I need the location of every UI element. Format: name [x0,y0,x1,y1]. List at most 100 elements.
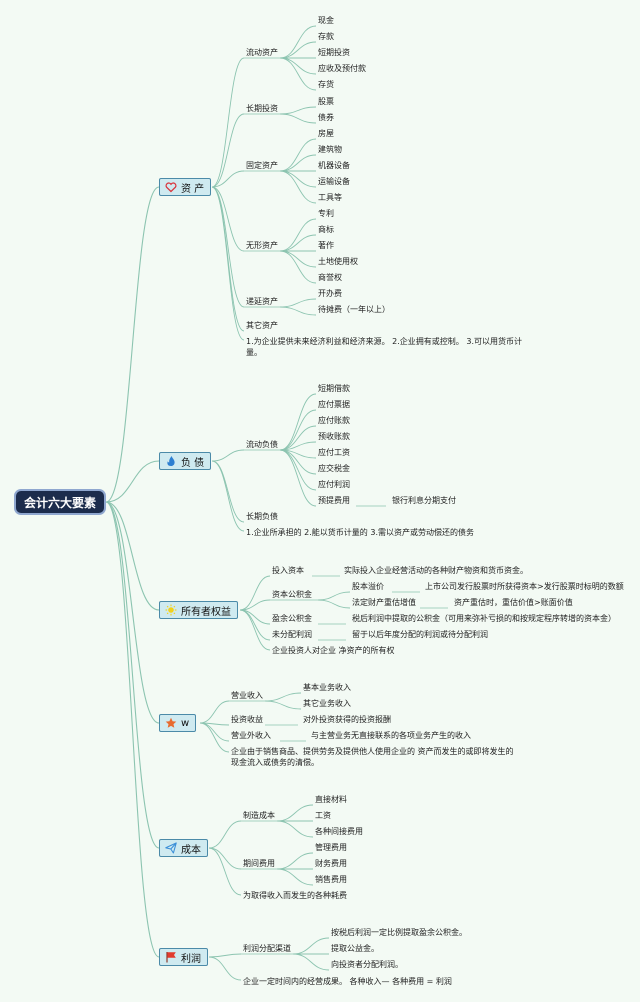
topic-costs[interactable]: 成本 [159,839,208,857]
leaf-deposits[interactable]: 存款 [318,32,334,41]
sub-current-liabilities[interactable]: 流动负债 [246,440,278,449]
leaf-tools[interactable]: 工具等 [318,193,342,202]
leaf-short-term-investments[interactable]: 短期投资 [318,48,350,57]
sub-profit-distribution[interactable]: 利润分配渠道 [243,944,291,953]
liabilities-note[interactable]: 1.企业所承担的 2.能以货币计量的 3.需以资产或劳动偿还的债务 [246,527,474,538]
leaf-indirect-costs[interactable]: 各种间接费用 [315,827,363,836]
leaf-prepaid-expenses[interactable]: 待摊费（一年以上） [318,305,390,314]
sub-fixed-assets[interactable]: 固定资产 [246,161,278,170]
leaf-taxes-payable[interactable]: 应交税金 [318,464,350,473]
assets-note-line-2: 量。 [246,348,262,357]
leaf-selling-expenses[interactable]: 销售费用 [315,875,347,884]
sub-current-assets[interactable]: 流动资产 [246,48,278,57]
heart-icon [165,181,177,193]
desc-revaluation-surplus[interactable]: 资产重估时，重估价值>账面价值 [454,598,573,607]
sub-manufacturing-costs[interactable]: 制造成本 [243,811,275,820]
topic-owners-equity-label: 所有者权益 [181,606,231,618]
leaf-revaluation-surplus[interactable]: 法定财产重估增值 [352,598,416,607]
star-icon [165,717,177,729]
topic-assets-label: 资 产 [181,183,205,195]
root-label: 会计六大要素 [23,495,96,510]
sub-non-operating-income[interactable]: 营业外收入 [231,731,271,740]
leaf-admin-expenses[interactable]: 管理费用 [315,843,347,852]
sub-long-term-liabilities[interactable]: 长期负债 [246,512,278,521]
sub-undistributed-profit[interactable]: 未分配利润 [272,630,312,639]
leaf-patents[interactable]: 专利 [318,209,334,218]
leaf-startup-costs[interactable]: 开办费 [318,289,342,298]
assets-note[interactable]: 1.为企业提供未来经济利益和经济来源。 2.企业拥有或控制。 3.可以用货币计 … [246,336,522,358]
sub-long-term-investments[interactable]: 长期投资 [246,104,278,113]
sub-invested-capital[interactable]: 投入资本 [272,566,304,575]
assets-note-line-1: 1.为企业提供未来经济利益和经济来源。 2.企业拥有或控制。 3.可以用货币计 [246,337,522,346]
paper-plane-icon [165,842,177,854]
topic-costs-label: 成本 [181,844,201,856]
leaf-interest-installments[interactable]: 银行利息分期支付 [392,496,456,505]
leaf-cash[interactable]: 现金 [318,16,334,25]
leaf-receivables[interactable]: 应收及预付款 [318,64,366,73]
leaf-wages-payable[interactable]: 应付工资 [318,448,350,457]
leaf-core-business-revenue[interactable]: 基本业务收入 [303,683,351,692]
leaf-land-use-rights[interactable]: 土地使用权 [318,257,358,266]
root-topic[interactable]: 会计六大要素 [14,489,106,515]
leaf-direct-materials[interactable]: 直接材料 [315,795,347,804]
desc-investment-income[interactable]: 对外投资获得的投资报酬 [303,715,391,724]
leaf-share-premium[interactable]: 股本溢价 [352,582,384,591]
desc-non-operating-income[interactable]: 与主营业务无直接联系的各项业务产生的收入 [311,731,471,740]
leaf-advance-receipts[interactable]: 预收账款 [318,432,350,441]
desc-undistributed-profit[interactable]: 留于以后年度分配的利润或待分配利润 [352,630,488,639]
leaf-welfare-fund[interactable]: 提取公益金。 [331,944,379,953]
leaf-houses[interactable]: 房屋 [318,129,334,138]
topic-profit[interactable]: 利润 [159,948,208,966]
leaf-trademarks[interactable]: 商标 [318,225,334,234]
revenue-note-line-1: 企业由于销售商品、提供劳务及提供他人使用企业的 资产而发生的或即将发生的 [231,747,514,756]
topic-assets[interactable]: 资 产 [159,178,212,196]
leaf-buildings[interactable]: 建筑物 [318,145,342,154]
sub-operating-revenue[interactable]: 营业收入 [231,691,263,700]
costs-note-line-1: 为取得收入而发生的各种耗费 [243,891,347,900]
sub-period-expenses[interactable]: 期间费用 [243,859,275,868]
sub-capital-reserve[interactable]: 资本公积金 [272,590,312,599]
topic-owners-equity[interactable]: 所有者权益 [159,601,238,619]
desc-surplus-reserve[interactable]: 税后利润中提取的公积金（可用来弥补亏损的和按规定程序转增的资本金） [352,614,616,623]
leaf-profits-payable[interactable]: 应付利润 [318,480,350,489]
sub-surplus-reserve[interactable]: 盈余公积金 [272,614,312,623]
equity-note-line-1: 企业投资人对企业 净资产的所有权 [272,646,395,655]
topic-liabilities[interactable]: 负 债 [159,452,212,470]
desc-invested-capital[interactable]: 实际投入企业经营活动的各种财产物资和货币资金。 [344,566,528,575]
sub-intangible-assets[interactable]: 无形资产 [246,241,278,250]
leaf-wages[interactable]: 工资 [315,811,331,820]
leaf-other-business-revenue[interactable]: 其它业务收入 [303,699,351,708]
liabilities-note-line-1: 1.企业所承担的 2.能以货币计量的 3.需以资产或劳动偿还的债务 [246,528,474,537]
leaf-notes-payable[interactable]: 应付票据 [318,400,350,409]
leaf-financial-expenses[interactable]: 财务费用 [315,859,347,868]
leaf-copyrights[interactable]: 著作 [318,241,334,250]
leaf-inventory[interactable]: 存货 [318,80,334,89]
sub-investment-income[interactable]: 投资收益 [231,715,263,724]
sub-deferred-assets[interactable]: 递延资产 [246,297,278,306]
topic-revenue-label: w [181,717,190,729]
leaf-machinery[interactable]: 机器设备 [318,161,350,170]
profit-note[interactable]: 企业一定时间内的经营成果。 各种收入— 各种费用 = 利润 [243,976,452,987]
leaf-short-term-loans[interactable]: 短期借款 [318,384,350,393]
leaf-accounts-payable[interactable]: 应付账款 [318,416,350,425]
profit-note-line-1: 企业一定时间内的经营成果。 各种收入— 各种费用 = 利润 [243,977,452,986]
sun-icon [165,604,177,616]
topic-liabilities-label: 负 债 [181,457,205,469]
revenue-note[interactable]: 企业由于销售商品、提供劳务及提供他人使用企业的 资产而发生的或即将发生的 现金流… [231,746,514,768]
leaf-bonds[interactable]: 债券 [318,113,334,122]
flag-icon [165,951,177,963]
leaf-investor-distribution[interactable]: 向投资者分配利润。 [331,960,403,969]
desc-share-premium[interactable]: 上市公司发行股票时所获得资本>发行股票时标明的数额 [425,582,624,591]
leaf-stocks[interactable]: 股票 [318,97,334,106]
leaf-accrued-expenses[interactable]: 预提费用 [318,496,350,505]
equity-note[interactable]: 企业投资人对企业 净资产的所有权 [272,645,395,656]
sub-other-assets[interactable]: 其它资产 [246,321,278,330]
costs-note[interactable]: 为取得收入而发生的各种耗费 [243,890,347,901]
leaf-goodwill[interactable]: 商誉权 [318,273,342,282]
topic-revenue[interactable]: w [159,714,197,732]
leaf-vehicles[interactable]: 运输设备 [318,177,350,186]
revenue-note-line-2: 现金流入或债务的清偿。 [231,758,319,767]
leaf-surplus-reserve-withdrawal[interactable]: 按税后利润一定比例提取盈余公积金。 [331,928,467,937]
